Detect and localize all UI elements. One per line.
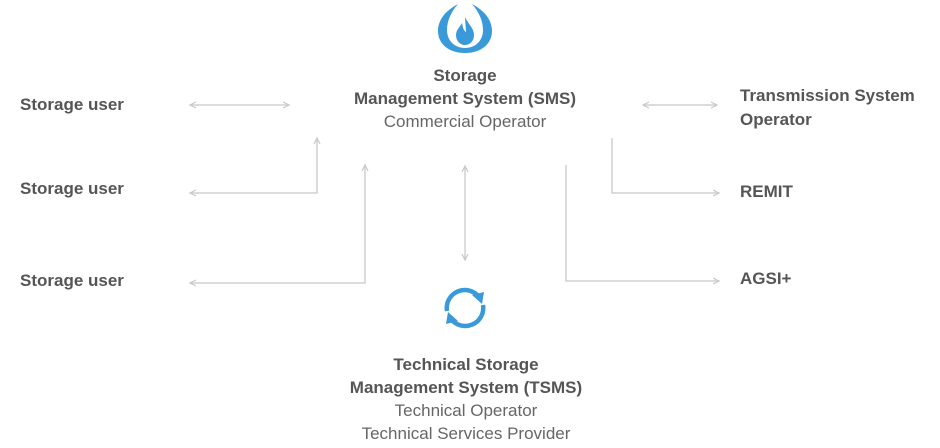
tso-line1: Transmission System [740, 86, 915, 105]
tsms-node: Technical Storage Management System (TSM… [316, 353, 616, 445]
storage-user-3: Storage user [20, 271, 124, 290]
sms-title-line2: Management System (SMS) [354, 89, 576, 108]
tso-node: Transmission System Operator [740, 84, 915, 132]
tsms-title-line1: Technical Storage [393, 355, 539, 374]
remit-node: REMIT [740, 182, 793, 201]
connector-remit [611, 138, 719, 193]
connector-storage-user-3 [190, 165, 365, 283]
sync-cycle-icon [444, 287, 486, 329]
gas-flame-icon [438, 4, 492, 53]
storage-user-2: Storage user [20, 179, 124, 198]
tsms-title-line2: Management System (TSMS) [349, 378, 583, 397]
tsms-subtitle-line1: Technical Operator [394, 401, 538, 420]
tsms-subtitle-line2: Technical Services Provider [361, 424, 571, 443]
connector-agsi [565, 165, 719, 281]
sms-node: Storage Management System (SMS) Commerci… [315, 64, 615, 133]
agsi-node: AGSI+ [740, 269, 792, 288]
tso-line2: Operator [740, 110, 812, 129]
connector-storage-user-2 [190, 138, 317, 193]
sms-title-line1: Storage [433, 66, 497, 85]
storage-user-1: Storage user [20, 95, 124, 114]
sms-subtitle: Commercial Operator [383, 112, 547, 131]
